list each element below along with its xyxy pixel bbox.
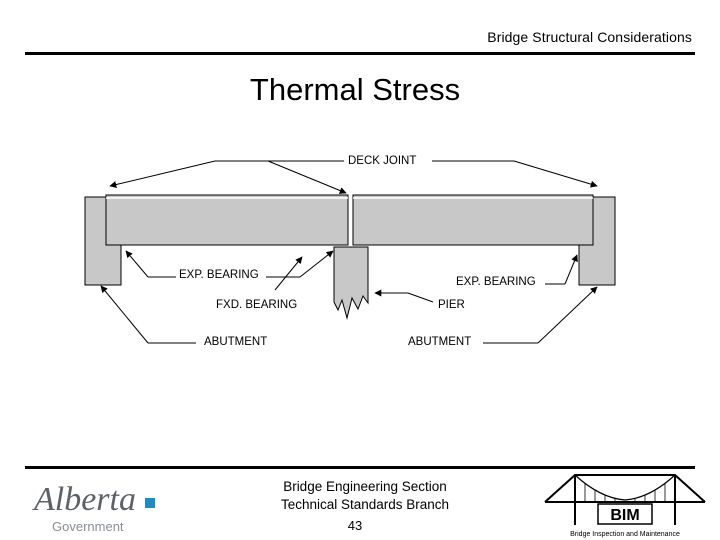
bridge-icon (544, 474, 706, 503)
slide-title: Thermal Stress (249, 72, 461, 107)
alberta-subtitle: Government (52, 519, 124, 534)
footer-section: Bridge Engineering Section (283, 479, 447, 494)
alberta-accent-square (145, 498, 155, 508)
deck-span-right (352, 194, 594, 246)
label-exp-bearing-right: EXP. BEARING (456, 276, 536, 288)
footer-org: Bridge Engineering Section Technical Sta… (250, 478, 480, 514)
bim-logo: BIM Bridge Inspection and Maintenance (544, 474, 706, 538)
footer-divider (25, 466, 695, 469)
label-exp-bearing-left: EXP. BEARING (179, 269, 259, 281)
header-title: Bridge Structural Considerations (487, 29, 692, 45)
alberta-wordmark: Alberta (32, 481, 136, 518)
page-number: 43 (347, 518, 363, 533)
deck-span-left (105, 194, 349, 246)
label-fxd-bearing: FXD. BEARING (216, 299, 297, 311)
label-deck-joint: DECK JOINT (348, 155, 416, 167)
footer-branch: Technical Standards Branch (280, 497, 450, 512)
label-abutment-right: ABUTMENT (408, 336, 471, 348)
bim-wordmark: BIM (610, 507, 639, 524)
bim-subtitle: Bridge Inspection and Maintenance (570, 531, 680, 538)
alberta-government-logo: Alberta Government (32, 481, 155, 534)
header-divider (25, 52, 695, 55)
label-abutment-left: ABUTMENT (204, 336, 267, 348)
pier (333, 246, 369, 320)
label-pier: PIER (438, 299, 465, 311)
